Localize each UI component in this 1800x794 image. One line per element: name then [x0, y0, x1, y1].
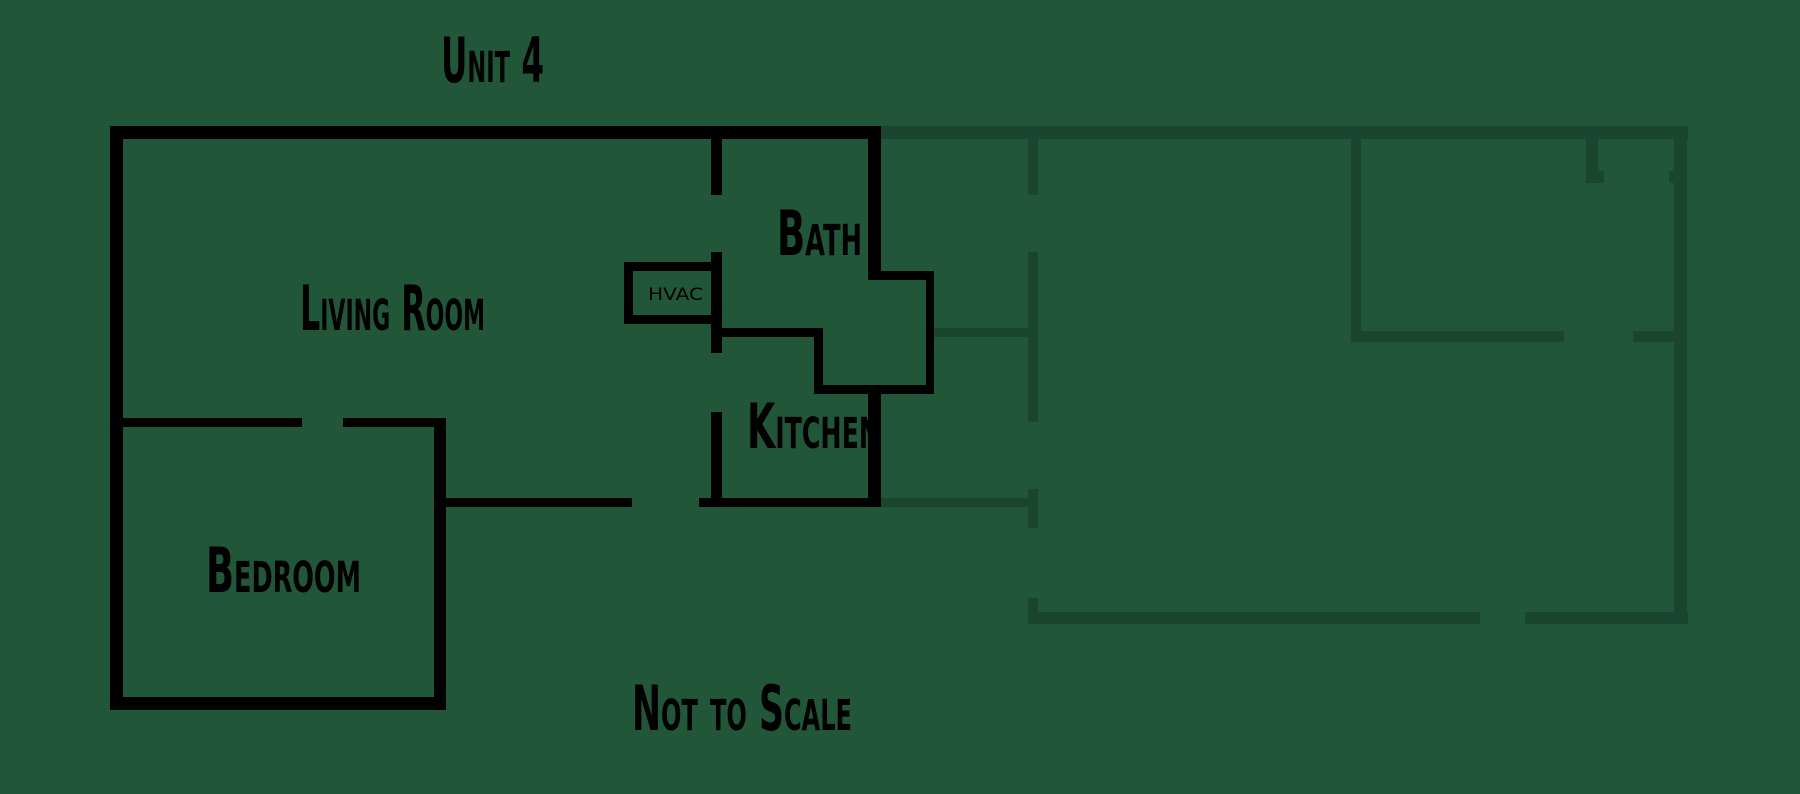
unit-title: Unit 4 [441, 24, 544, 97]
wall [624, 262, 633, 324]
wall [1674, 126, 1687, 624]
wall [699, 498, 881, 507]
wall [624, 315, 711, 324]
wall [868, 271, 934, 280]
wall [1028, 252, 1038, 422]
room-label-bath: Bath [777, 197, 862, 270]
wall [934, 328, 1028, 337]
wall [1669, 171, 1675, 183]
wall [711, 252, 722, 353]
wall [1351, 331, 1564, 342]
wall [434, 418, 446, 710]
wall [881, 126, 1688, 139]
wall [1028, 489, 1038, 528]
room-label-bedroom: Bedroom [206, 534, 361, 607]
wall [722, 328, 823, 337]
wall [1028, 598, 1038, 624]
wall [1586, 171, 1604, 183]
wall [868, 394, 881, 507]
wall [814, 385, 934, 394]
wall [110, 418, 302, 427]
wall [868, 126, 881, 280]
wall [110, 697, 446, 710]
wall [343, 418, 446, 427]
wall [881, 498, 1028, 507]
room-label-living-room: Living Room [300, 272, 485, 345]
wall [711, 412, 722, 507]
room-label-hvac: HVAC [648, 285, 703, 305]
wall [926, 271, 934, 394]
wall [624, 262, 711, 271]
room-label-kitchen: Kitchen [747, 390, 880, 463]
wall [1525, 612, 1688, 624]
wall [711, 139, 722, 195]
wall [1633, 331, 1674, 342]
wall [1028, 139, 1038, 195]
wall [814, 328, 823, 394]
wall [1028, 612, 1480, 624]
adjacent-unit-walls [881, 126, 1688, 624]
wall [110, 126, 881, 139]
wall [446, 498, 632, 507]
unit-walls [110, 126, 934, 710]
wall [1351, 139, 1361, 342]
scale-note: Not to Scale [632, 672, 852, 745]
